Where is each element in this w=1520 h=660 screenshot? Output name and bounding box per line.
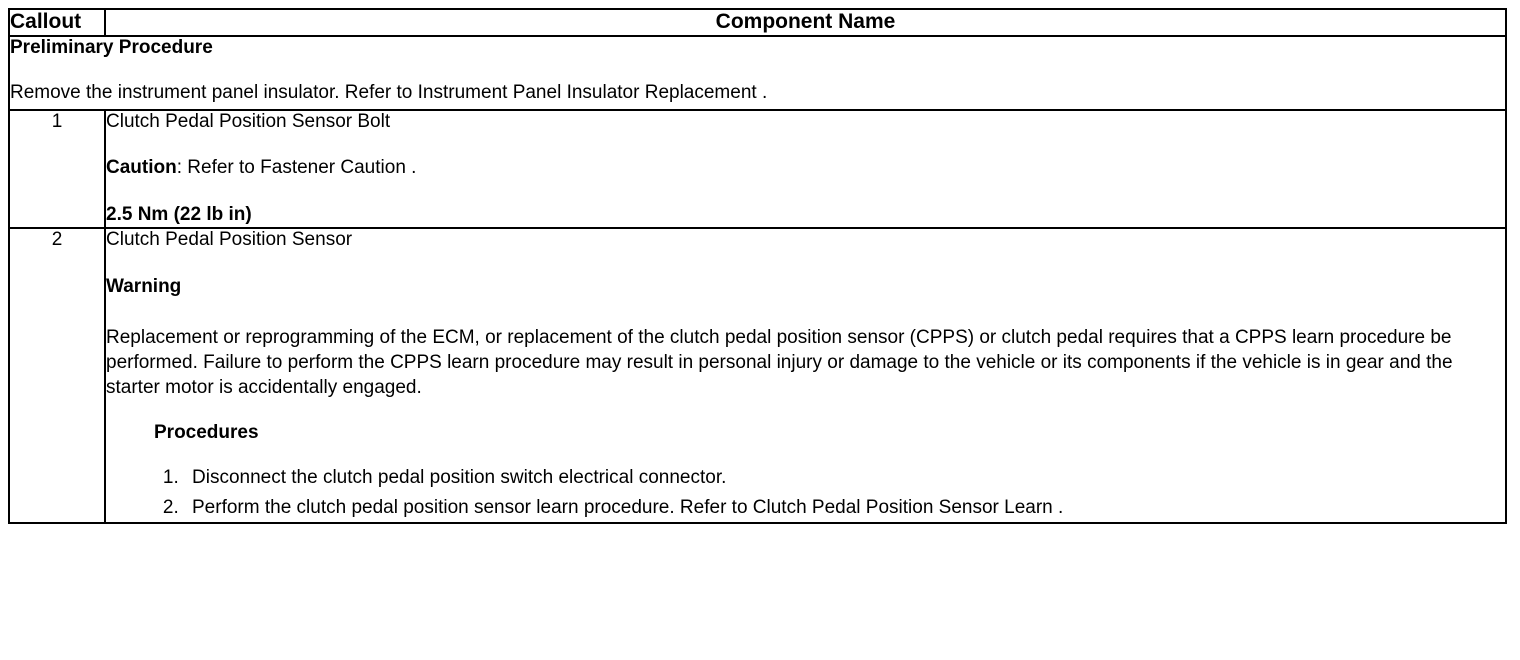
warning-title-2: Warning <box>106 275 182 297</box>
caution-note-1: Caution: Refer to Fastener Caution . <box>106 157 1505 180</box>
callout-number-2: 2 <box>8 226 106 525</box>
torque-spec-1: 2.5 Nm (22 lb in) <box>106 204 252 226</box>
caution-label-1: Caution <box>106 157 177 179</box>
list-item: Perform the clutch pedal position sensor… <box>184 493 1505 522</box>
preliminary-procedure-cell: Preliminary Procedure Remove the instrum… <box>8 35 1507 111</box>
procedures-title-2: Procedures <box>154 422 259 444</box>
table-row: 1 Clutch Pedal Position Sensor Bolt Caut… <box>8 108 1507 229</box>
procedures-list-2: Disconnect the clutch pedal position swi… <box>106 463 1505 522</box>
preliminary-procedure-text: Remove the instrument panel insulator. R… <box>10 81 768 103</box>
component-name-2: Clutch Pedal Position Sensor <box>106 228 353 250</box>
list-item: Disconnect the clutch pedal position swi… <box>184 463 1505 492</box>
caution-text-1: : Refer to Fastener Caution . <box>176 157 417 179</box>
column-header-callout: Callout <box>8 8 106 37</box>
component-spec-table: Callout Component Name Preliminary Proce… <box>8 8 1507 525</box>
component-name-1: Clutch Pedal Position Sensor Bolt <box>106 110 391 132</box>
table-header: Callout Component Name <box>8 8 1507 37</box>
table-header-row: Callout Component Name <box>8 8 1507 37</box>
callout-number-1: 1 <box>8 108 106 229</box>
table-row-preliminary: Preliminary Procedure Remove the instrum… <box>8 35 1507 111</box>
table-body: Preliminary Procedure Remove the instrum… <box>8 35 1507 525</box>
column-header-component-name: Component Name <box>104 8 1507 37</box>
warning-text-2: Replacement or reprogramming of the ECM,… <box>106 326 1453 399</box>
component-detail-cell-2: Clutch Pedal Position Sensor Warning Rep… <box>104 226 1507 525</box>
preliminary-procedure-title: Preliminary Procedure <box>10 37 213 58</box>
component-detail-cell-1: Clutch Pedal Position Sensor Bolt Cautio… <box>104 108 1507 229</box>
table-row: 2 Clutch Pedal Position Sensor Warning R… <box>8 226 1507 525</box>
